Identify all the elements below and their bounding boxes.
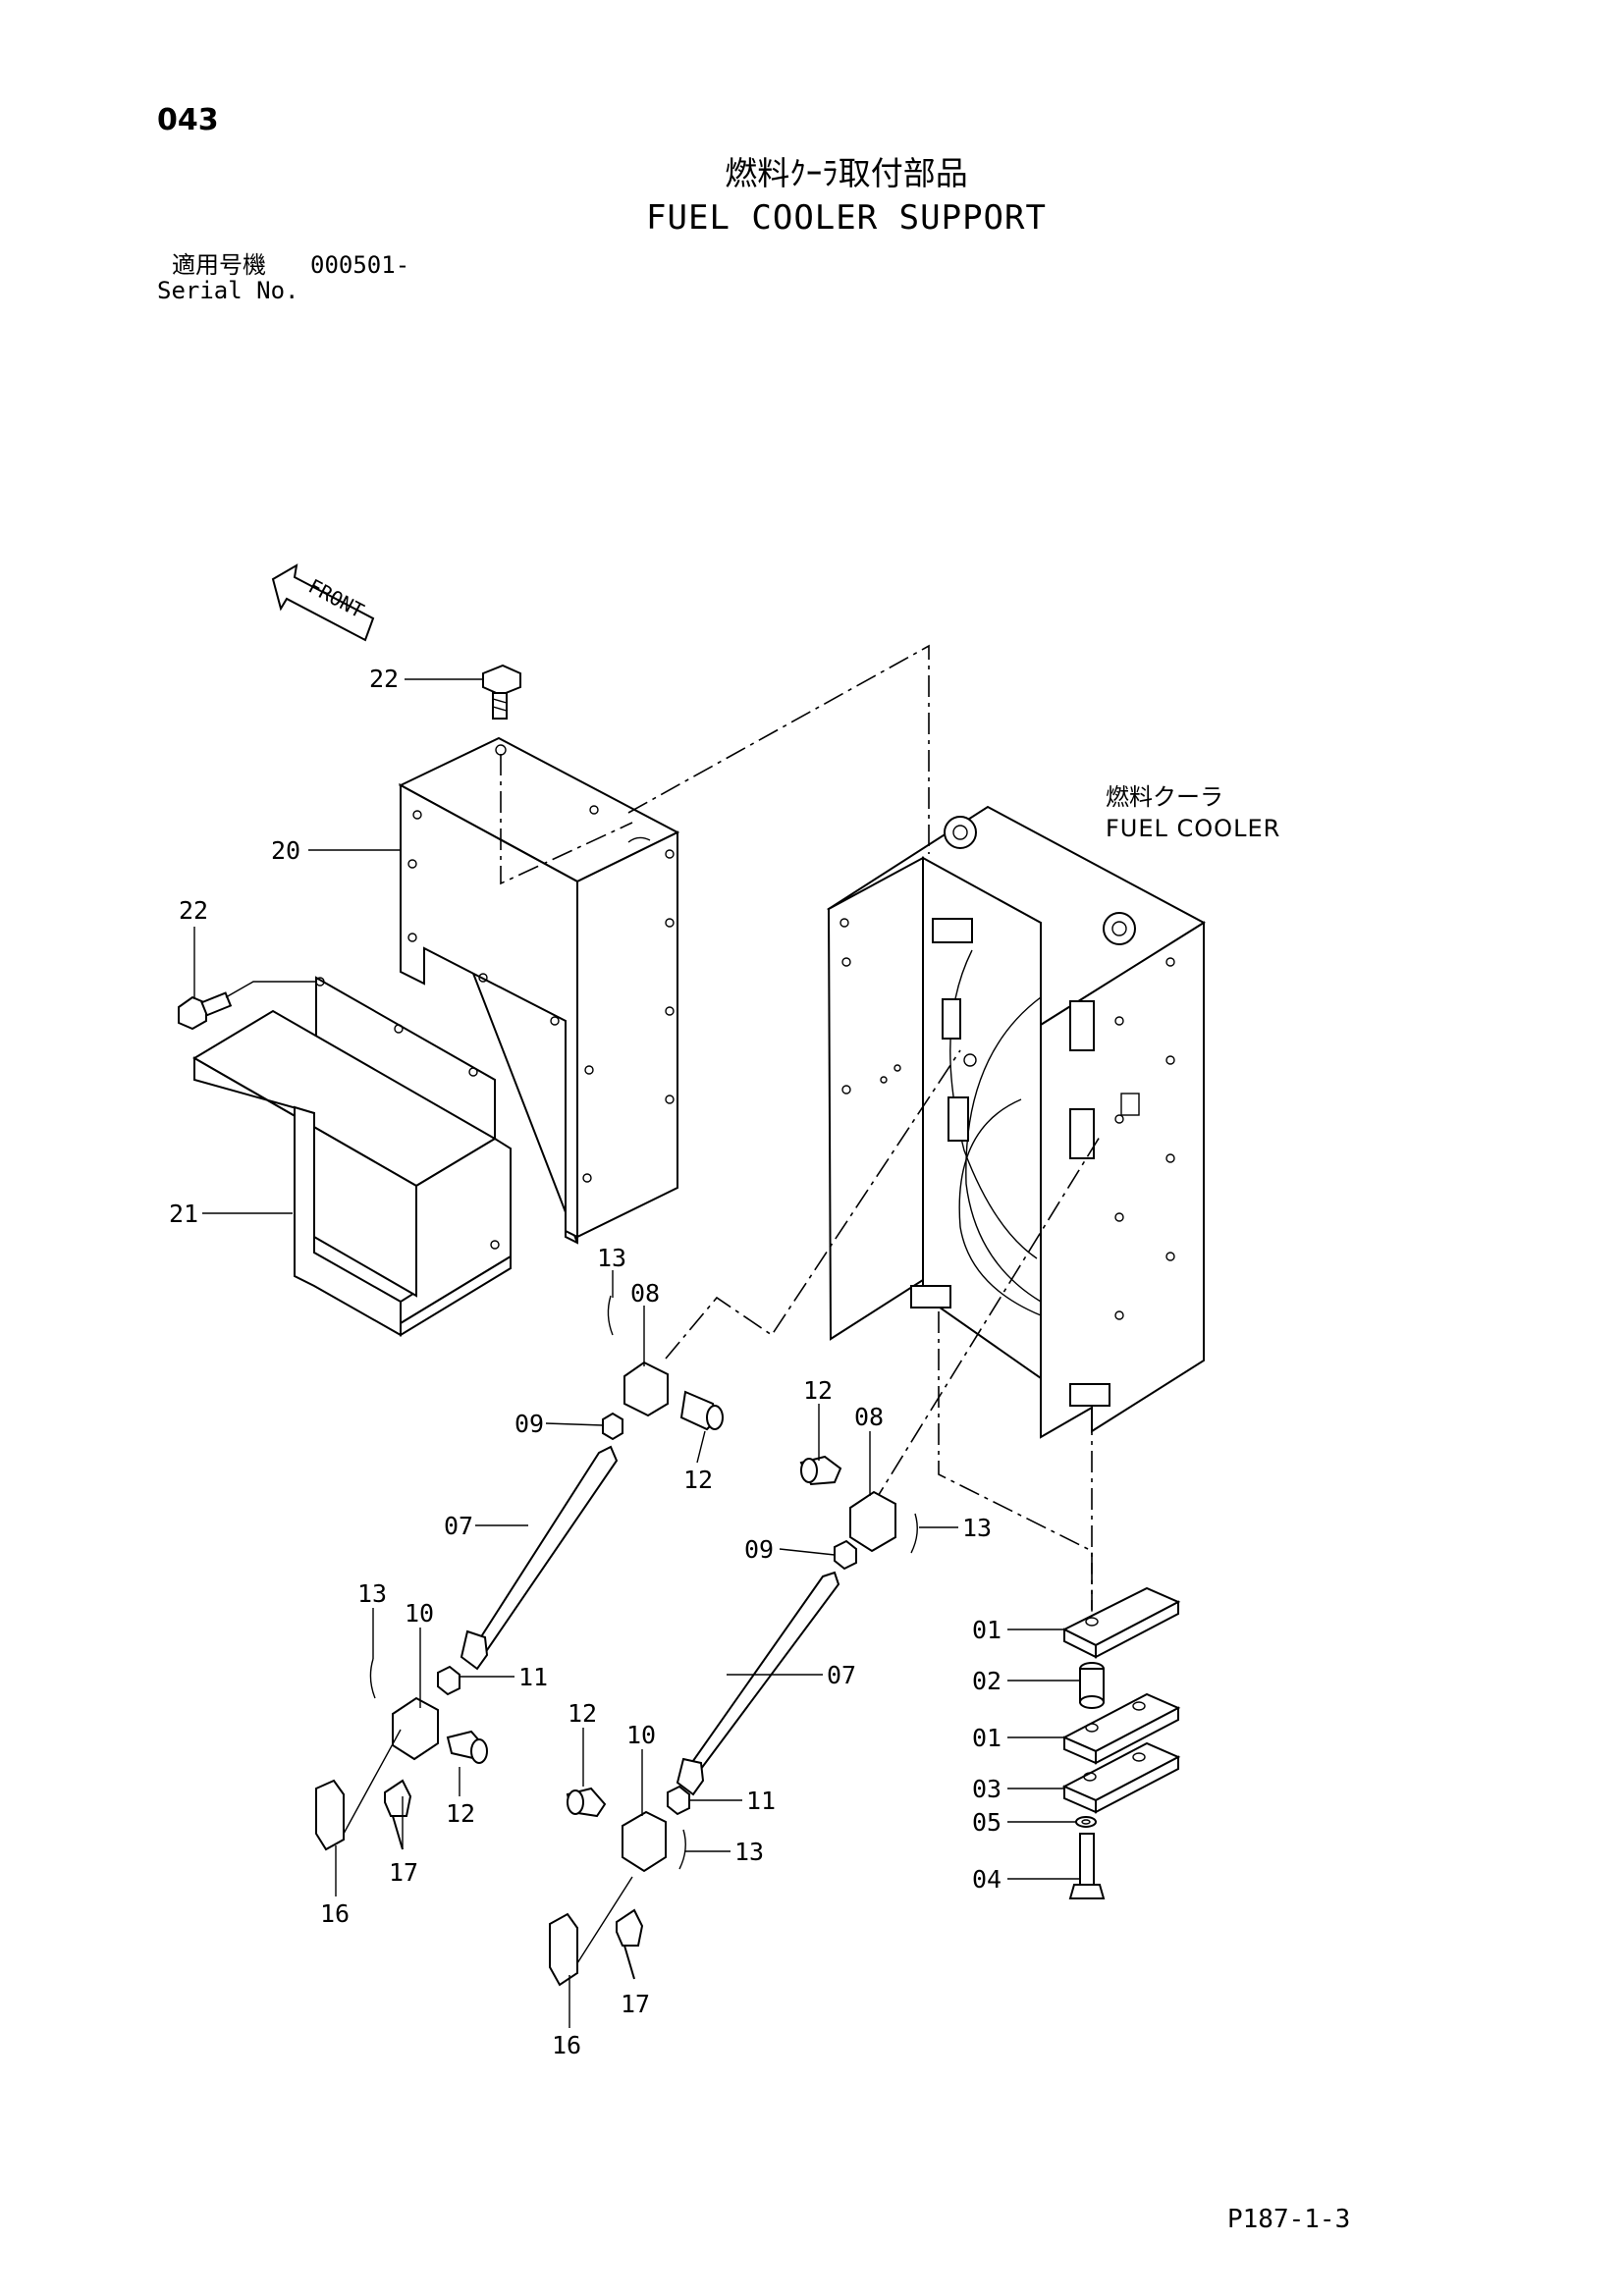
callout-09-a: 09 [514,1410,544,1438]
left-link-assembly [315,1295,724,1851]
mount-parts [1061,1586,1181,1899]
callout-13-c: 13 [962,1514,992,1542]
callout-21: 21 [169,1200,198,1228]
callout-22-left: 22 [179,896,208,925]
assembly-reference-lines [500,644,1101,1629]
component-label-japanese: 燃料クーラ [1106,783,1223,811]
callout-12-a: 12 [683,1466,713,1494]
callout-01-a: 01 [972,1616,1001,1644]
right-link-assembly [549,1455,918,1987]
callout-10-b: 10 [626,1721,656,1749]
callout-13-d: 13 [734,1838,764,1866]
cover-21 [192,976,512,1337]
page-number: 043 [157,103,219,137]
callout-16-a: 16 [320,1899,350,1928]
callout-02: 02 [972,1667,1001,1695]
callout-12-c: 12 [803,1376,833,1405]
callout-20: 20 [271,836,300,865]
callout-05: 05 [972,1808,1001,1837]
callout-08-b: 08 [854,1403,884,1431]
page-code: P187-1-3 [1227,2205,1351,2234]
callout-07-b: 07 [827,1661,856,1689]
callout-11-b: 11 [746,1787,776,1815]
callout-07-a: 07 [444,1512,473,1540]
page-title: FUEL COOLER SUPPORT [646,198,1047,238]
callout-03: 03 [972,1775,1001,1803]
bolt-22-top [482,664,521,720]
callout-09-b: 09 [744,1535,774,1564]
callout-22-top: 22 [369,665,399,693]
callout-12-b: 12 [446,1799,475,1828]
fuel-cooler-frame [827,805,1206,1439]
callout-17-b: 17 [621,1990,650,2018]
callout-11-a: 11 [518,1663,548,1691]
component-label: FUEL COOLER [1106,815,1280,842]
callout-01-b: 01 [972,1724,1001,1752]
serial-label-japanese: 適用号機 [172,251,266,279]
callout-17-a: 17 [389,1858,418,1887]
callout-13-b: 13 [357,1579,387,1608]
callout-10-a: 10 [405,1599,434,1628]
callout-04: 04 [972,1865,1001,1894]
page-title-japanese: 燃料ｸｰﾗ取付部品 [725,154,968,192]
front-arrow-icon: FRONT [271,563,375,642]
callout-08-a: 08 [630,1279,660,1308]
callout-leader-lines [193,678,1080,2028]
serial-label: Serial No. [157,277,299,304]
callout-13-a: 13 [597,1244,626,1272]
bolt-22-left [178,981,316,1031]
serial-number-value: 000501- [310,251,410,279]
callout-12-d: 12 [568,1699,597,1728]
callout-16-b: 16 [552,2031,581,2059]
bracket-plate-20 [398,736,680,1245]
